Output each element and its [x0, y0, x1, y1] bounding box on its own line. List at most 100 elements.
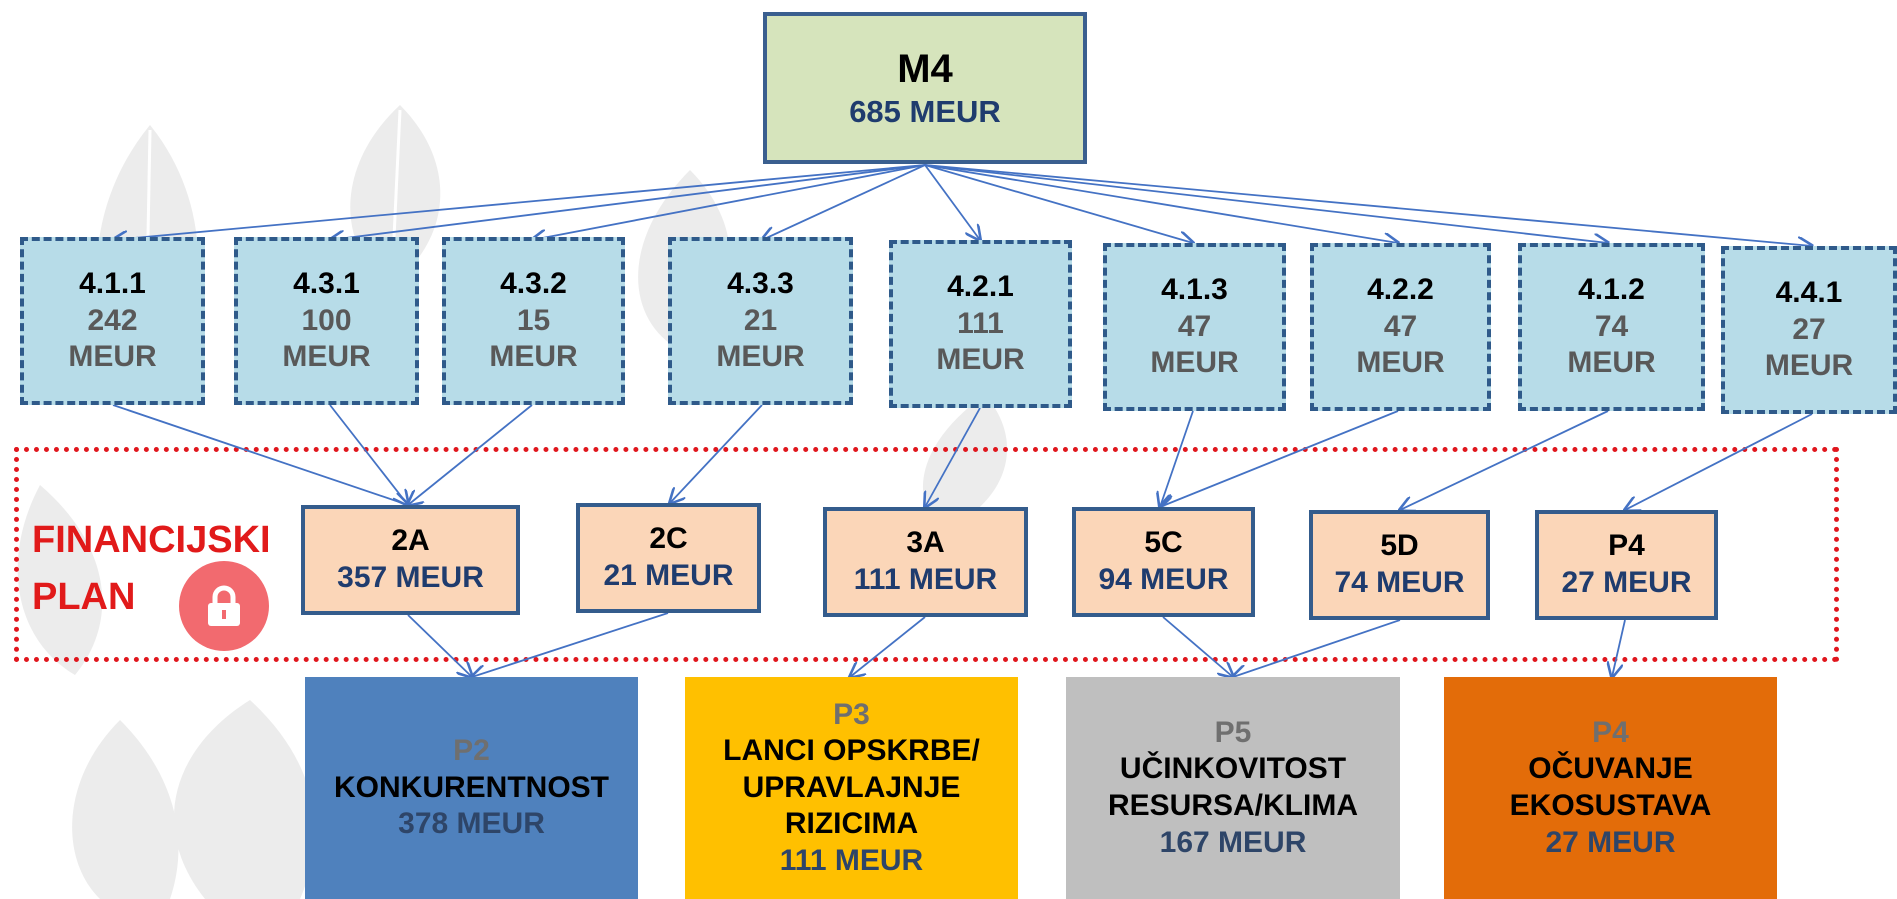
measure-unit: MEUR: [1567, 346, 1656, 380]
financial-plan-label: FINANCIJSKI PLAN: [32, 512, 271, 626]
connector-arrow: [329, 404, 408, 505]
connector-arrow: [408, 404, 533, 505]
priority-code: P2: [453, 734, 490, 768]
measure-code: 4.1.3: [1161, 273, 1228, 307]
financial-plan-line1: FINANCIJSKI: [32, 519, 271, 561]
connector-arrow: [1233, 619, 1401, 677]
measure-amount: 111: [957, 306, 1004, 340]
priority-p5: P5 UČINKOVITOST RESURSA/KLIMA 167 MEUR: [1066, 677, 1400, 899]
focus-amount: 357 MEUR: [337, 561, 484, 594]
measure-unit: MEUR: [1764, 349, 1854, 383]
root-code: M4: [897, 46, 953, 91]
measure-node-4-3-2: 4.3.2 15 MEUR: [442, 237, 625, 405]
priority-name-line: RESURSA/KLIMA: [1107, 789, 1358, 822]
measure-unit: MEUR: [1356, 346, 1445, 380]
measure-amount: 15: [516, 303, 551, 337]
measure-node-4-2-1: 4.2.1 111 MEUR: [889, 240, 1072, 408]
priority-p3: P3 LANCI OPSKRBE/ UPRAVLAJNJE RIZICIMA 1…: [685, 677, 1018, 899]
focus-area-2c: 2C 21 MEUR: [576, 503, 761, 613]
focus-area-5d: 5D 74 MEUR: [1309, 510, 1490, 620]
measure-amount: 47: [1383, 309, 1418, 343]
measure-amount: 27: [1792, 312, 1826, 346]
measure-node-4-4-1: 4.4.1 27 MEUR: [1721, 246, 1897, 414]
connector-arrow: [1162, 616, 1233, 677]
connector-arrow: [924, 164, 1608, 243]
connector-arrow: [1160, 410, 1399, 507]
focus-area-p4: P4 27 MEUR: [1535, 510, 1718, 620]
priority-name-line: KONKURENTNOST: [334, 770, 609, 804]
connector-arrow: [532, 164, 926, 240]
connector-arrow: [924, 164, 1193, 243]
lock-icon: [179, 561, 269, 651]
financial-plan-line2: PLAN: [32, 576, 136, 618]
measure-amount: 100: [301, 303, 352, 337]
measure-amount: 74: [1594, 309, 1629, 343]
connector-arrow: [925, 407, 981, 507]
priority-amount: 111 MEUR: [779, 843, 924, 877]
measure-code: 4.2.2: [1367, 273, 1434, 307]
connector-arrow: [112, 404, 408, 505]
measure-amount: 47: [1177, 309, 1212, 343]
measure-amount: 242: [87, 303, 138, 337]
connector-arrow: [407, 614, 472, 677]
priority-amount: 167 MEUR: [1159, 825, 1307, 859]
root-m4-node: M4 685 MEUR: [763, 12, 1087, 164]
focus-area-2a: 2A 357 MEUR: [301, 505, 520, 615]
measure-unit: MEUR: [936, 343, 1025, 377]
priority-p2: P2 KONKURENTNOST 378 MEUR: [305, 677, 638, 899]
priority-name-line: LANCI OPSKRBE/: [723, 734, 980, 768]
focus-area-5c: 5C 94 MEUR: [1072, 507, 1255, 617]
measure-node-4-1-1: 4.1.1 242 MEUR: [20, 237, 205, 405]
focus-code: 2C: [649, 522, 688, 556]
focus-amount: 111 MEUR: [853, 563, 998, 596]
priority-p4: P4 OČUVANJE EKOSUSTAVA 27 MEUR: [1444, 677, 1777, 899]
focus-amount: 21 MEUR: [603, 559, 734, 592]
measure-code: 4.4.1: [1775, 276, 1843, 310]
connector-arrow: [850, 616, 926, 677]
root-amount: 685 MEUR: [849, 94, 1001, 130]
measure-code: 4.1.2: [1578, 273, 1645, 307]
priority-name-line: RIZICIMA: [784, 807, 919, 841]
measure-unit: MEUR: [489, 340, 578, 374]
measure-unit: MEUR: [68, 340, 157, 374]
connector-arrow: [1612, 619, 1626, 677]
priority-amount: 27 MEUR: [1545, 825, 1676, 859]
focus-code: 5C: [1144, 526, 1183, 560]
measure-amount: 21: [743, 303, 778, 337]
focus-amount: 94 MEUR: [1098, 563, 1229, 596]
connector-arrow: [670, 404, 763, 503]
priority-code: P5: [1214, 715, 1252, 749]
measure-unit: MEUR: [282, 340, 371, 374]
financial-plan-frame: [14, 447, 1839, 662]
connector-arrow: [1625, 413, 1813, 510]
priority-name-line: OČUVANJE: [1528, 752, 1693, 786]
measure-code: 4.2.1: [947, 270, 1014, 304]
measure-unit: MEUR: [1150, 346, 1239, 380]
measure-node-4-3-3: 4.3.3 21 MEUR: [668, 237, 853, 405]
priority-code: P3: [833, 697, 870, 731]
focus-amount: 74 MEUR: [1334, 566, 1465, 599]
priority-code: P4: [1592, 715, 1629, 749]
focus-code: 3A: [906, 526, 945, 560]
focus-amount: 27 MEUR: [1561, 566, 1692, 599]
connector-arrow: [924, 164, 1398, 243]
priority-amount: 378 MEUR: [398, 807, 545, 841]
focus-code: 5D: [1380, 529, 1419, 563]
priority-name-line: UČINKOVITOST: [1119, 752, 1347, 786]
connector-arrow: [113, 164, 926, 240]
priority-name-line: UPRAVLAJNJE: [742, 770, 961, 804]
measure-node-4-1-2: 4.1.2 74 MEUR: [1518, 243, 1705, 411]
measure-code: 4.3.3: [727, 267, 794, 301]
measure-code: 4.3.2: [500, 267, 567, 301]
focus-code: P4: [1608, 529, 1645, 563]
connector-arrow: [924, 164, 980, 240]
focus-area-3a: 3A 111 MEUR: [823, 507, 1028, 617]
focus-code: 2A: [391, 524, 430, 558]
priority-name-line: EKOSUSTAVA: [1509, 789, 1712, 822]
measure-unit: MEUR: [716, 340, 805, 374]
measure-code: 4.3.1: [293, 267, 360, 301]
connector-arrow: [1400, 410, 1609, 510]
measure-code: 4.1.1: [79, 267, 146, 301]
connector-arrow: [762, 164, 926, 240]
